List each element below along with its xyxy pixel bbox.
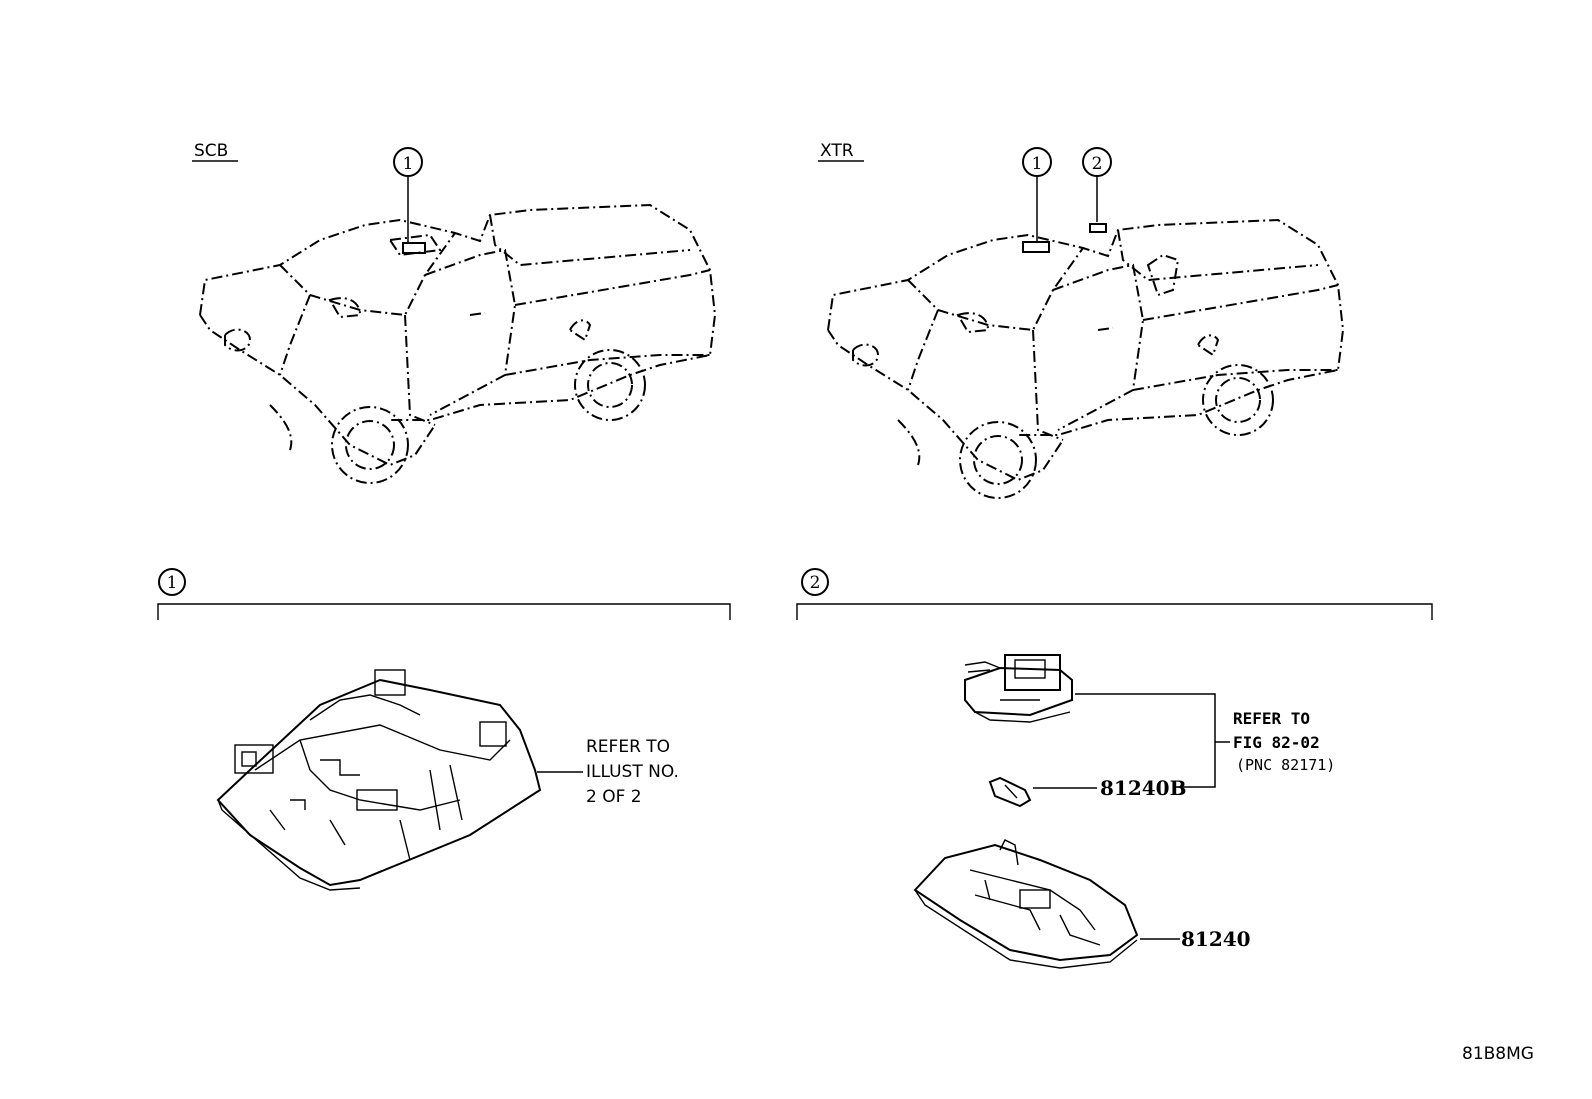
variant-label-scb: SCB xyxy=(194,141,228,161)
truck-scb-illustration: SCB 1 xyxy=(192,141,716,484)
variant-label-xtr: XTR xyxy=(820,141,854,161)
section-number-circle xyxy=(801,568,829,596)
note-line-3: (PNC 82171) xyxy=(1236,756,1335,774)
note-line-1: REFER TO xyxy=(586,737,670,757)
section-number: 1 xyxy=(167,573,178,593)
part-number-81240: 81240 xyxy=(1181,927,1251,951)
socket-drawing xyxy=(964,654,1073,723)
section-2: 2 81240B 81240 xyxy=(796,568,1433,969)
note-line-2: ILLUST NO. xyxy=(586,762,679,782)
note-line-2: FIG 82-02 xyxy=(1233,733,1320,752)
section-number: 2 xyxy=(810,573,821,593)
callout-number-1: 1 xyxy=(1032,154,1043,174)
callout-number-2: 2 xyxy=(1092,154,1103,174)
note-leader-bracket xyxy=(1075,693,1216,788)
section-number-circle xyxy=(158,568,186,596)
bulb-drawing xyxy=(988,776,1032,808)
note-line-1: REFER TO xyxy=(1233,709,1310,728)
section-bracket xyxy=(796,603,1433,620)
section-1: 1 REFER TO ILLUST NO. 2 OF 2 xyxy=(157,568,731,891)
map-lamp-assembly-drawing xyxy=(216,669,542,891)
note-line-3: 2 OF 2 xyxy=(586,787,642,807)
callout-number-1: 1 xyxy=(403,154,414,174)
figure-code: 81B8MG xyxy=(1462,1044,1534,1064)
room-lamp-assembly-drawing xyxy=(913,839,1139,969)
section-bracket xyxy=(157,603,731,620)
truck-scb-drawing xyxy=(199,204,716,484)
part-number-81240b: 81240B xyxy=(1100,776,1186,800)
truck-xtr-drawing xyxy=(827,219,1344,499)
truck-xtr-illustration: XTR 1 2 xyxy=(818,141,1344,499)
